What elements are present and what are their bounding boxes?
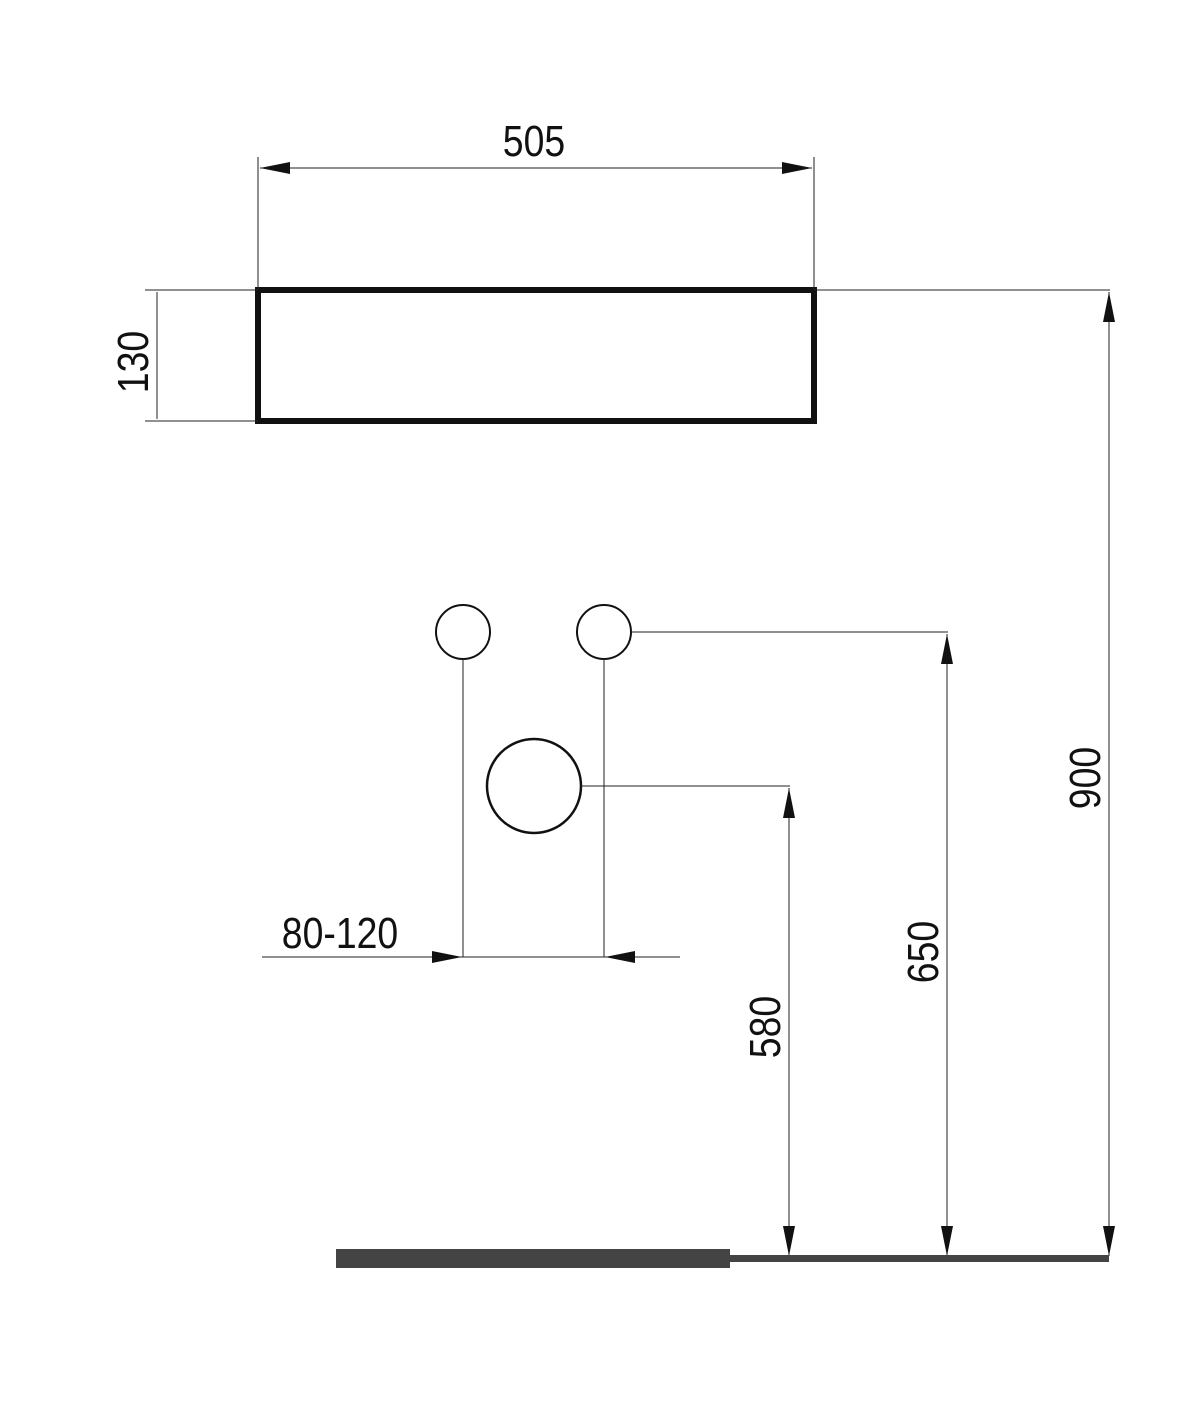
floor-thick bbox=[336, 1249, 730, 1268]
top-height-label: 900 bbox=[1060, 747, 1110, 809]
width-label: 505 bbox=[503, 116, 565, 166]
supply-pipe-left bbox=[435, 604, 491, 660]
supply-pipe-right bbox=[576, 604, 632, 660]
basin-outline bbox=[255, 287, 817, 424]
top-height-dimension: 900 bbox=[814, 289, 1115, 1256]
supply-height-label: 650 bbox=[898, 921, 948, 983]
width-dimension: 505 bbox=[257, 116, 815, 290]
supply-height-dimension: 650 bbox=[631, 631, 953, 1256]
drain-pipe bbox=[485, 737, 583, 835]
drain-height-dimension: 580 bbox=[581, 785, 795, 1256]
height-dimension: 130 bbox=[108, 289, 258, 422]
height-label: 130 bbox=[108, 331, 158, 393]
drain-height-label: 580 bbox=[740, 996, 790, 1058]
supply-spacing-dimension: 80-120 bbox=[262, 908, 680, 963]
floor-line bbox=[730, 1255, 1109, 1262]
supply-spacing-label: 80-120 bbox=[282, 908, 398, 958]
